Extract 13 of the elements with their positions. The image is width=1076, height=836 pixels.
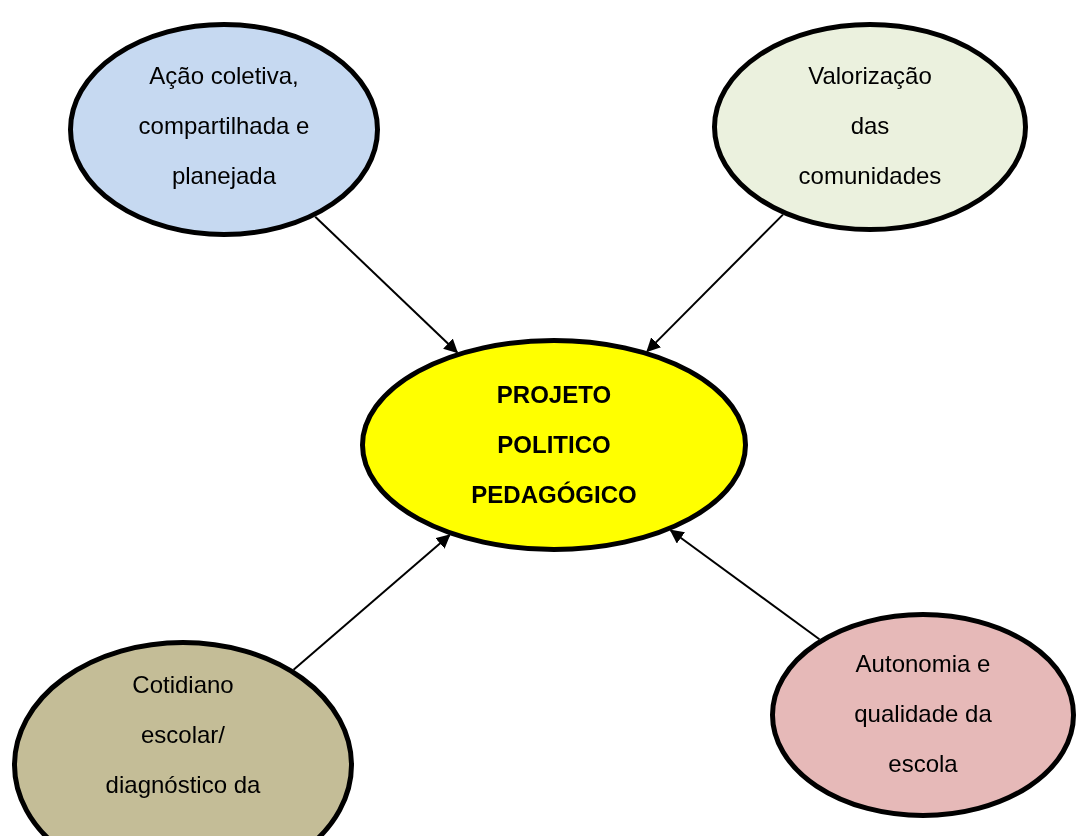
arrow (292, 534, 451, 671)
ellipse-node (770, 612, 1076, 818)
node-label: PROJETO POLITICO PEDAGÓGICO (470, 380, 638, 510)
arrow (669, 529, 821, 641)
arrow (646, 213, 784, 353)
ellipse-node (68, 22, 380, 237)
arrow (314, 215, 459, 354)
node-label: Ação coletiva, compartilhada e planejada (137, 61, 311, 191)
node-label: Cotidiano escolar/ diagnóstico da (104, 670, 262, 800)
node-label: Valorização das comunidades (797, 61, 943, 191)
ellipse-node (712, 22, 1028, 232)
ellipse-node (360, 338, 748, 552)
node-label: Autonomia e qualidade da escola (853, 649, 993, 779)
